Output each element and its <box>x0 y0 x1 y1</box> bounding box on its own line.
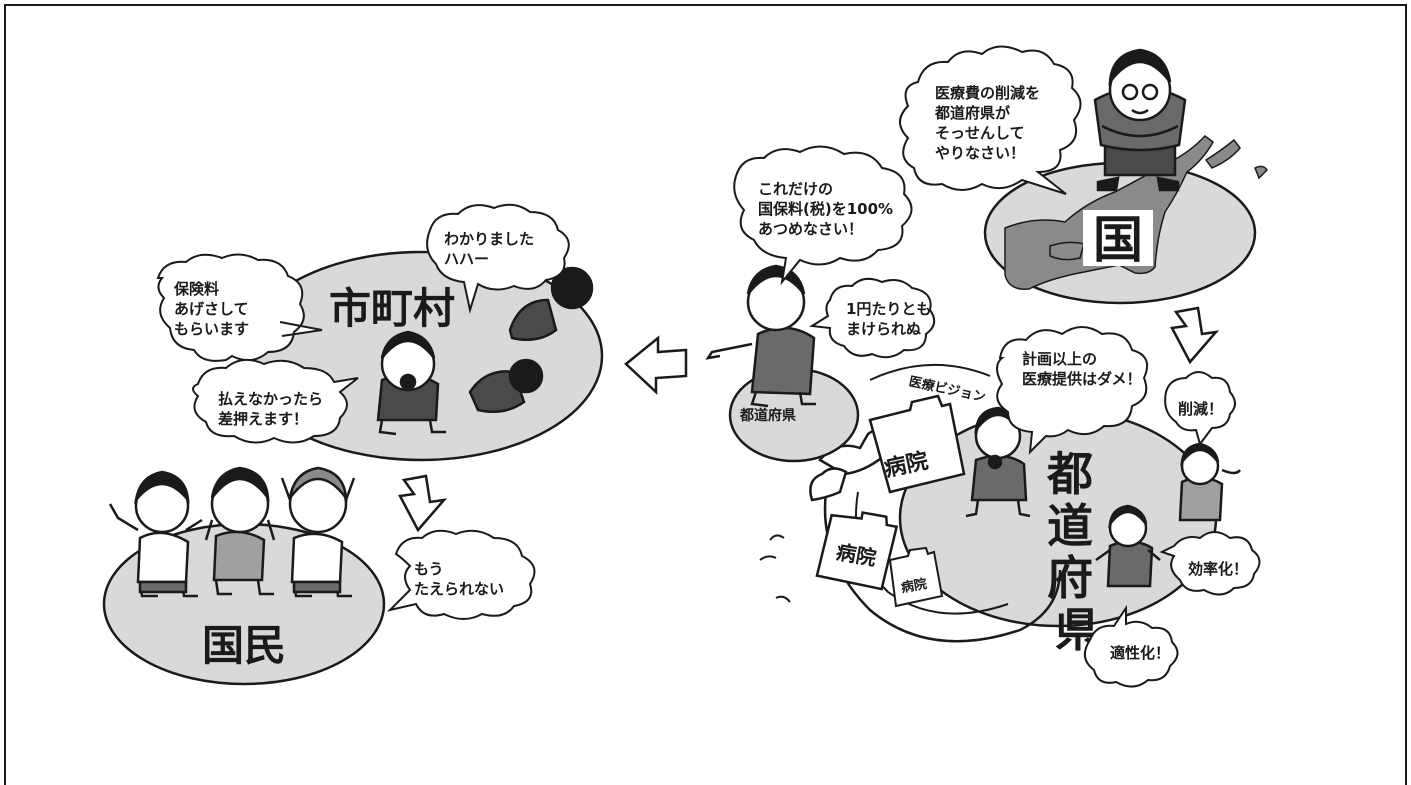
hospital-folder: 病院 <box>888 546 944 608</box>
kokumin-label: 国民 <box>202 621 286 670</box>
arrow-left-icon <box>624 335 688 395</box>
illustration-frame <box>4 4 1407 785</box>
no-discount-speech-bubble: 1円たりともまけられぬ <box>809 277 936 359</box>
bowing-staff-figure <box>508 266 594 341</box>
no-discount-speech-line: 1円たりとも <box>846 300 931 318</box>
svg-text:わかりましたハハー: わかりましたハハー <box>444 230 534 268</box>
arrow-down-icon <box>1170 306 1220 365</box>
svg-text:病院: 病院 <box>900 576 928 596</box>
raise-speech-line: もらいます <box>174 320 249 338</box>
citizen-figure <box>280 466 356 598</box>
collect-speech-line: これだけの <box>758 180 833 198</box>
kuni-official-figure <box>1093 48 1187 192</box>
svg-text:払えなかったら差押えます！: 払えなかったら差押えます！ <box>218 390 323 428</box>
plan-speech-line: 計画以上の <box>1022 350 1097 368</box>
todofuken-staff-figure <box>1095 504 1161 588</box>
raise-speech-bubble: 保険料あげさしてもらいます <box>156 253 323 362</box>
bowing-staff-figure <box>468 358 544 413</box>
efficiency-speech-text: 効率化！ <box>1188 560 1248 578</box>
citizen-figure <box>108 470 203 598</box>
wakarimashita-speech-line: ハハー <box>444 250 489 268</box>
citizen-figure <box>204 466 276 596</box>
kuni-speech-line: そっせんして <box>935 124 1025 142</box>
seize-speech-line: 差押えます！ <box>218 410 308 428</box>
todofuken-leader-figure <box>705 264 816 408</box>
cannot-bear-speech-line: もう <box>414 560 444 578</box>
svg-text:医療費の削減を都道府県がそっせんしてやりなさい！: 医療費の削減を都道府県がそっせんしてやりなさい！ <box>934 84 1040 162</box>
hospital-folder: 病院 <box>815 511 899 591</box>
svg-text:保険料あげさしてもらいます: 保険料あげさしてもらいます <box>173 280 249 338</box>
arrow-down-icon <box>398 474 448 533</box>
cannot-bear-speech-line: たえられない <box>414 580 504 598</box>
wakarimashita-speech-line: わかりました <box>444 230 534 248</box>
shichouson-official-figure <box>376 330 446 436</box>
raise-speech-line: 保険料 <box>173 280 219 298</box>
hospital-folder: 病院 <box>868 394 966 494</box>
seize-speech-line: 払えなかったら <box>218 390 323 408</box>
kuni-speech-bubble: 医療費の削減を都道府県がそっせんしてやりなさい！ <box>899 45 1082 195</box>
shichouson-label: 市町村 <box>329 284 455 333</box>
todofuken-big-label: 都 道 府 県 <box>1046 447 1109 657</box>
optimize-speech-bubble: 適性化！ <box>1083 604 1179 688</box>
kuni-speech-line: やりなさい！ <box>935 144 1025 162</box>
kuni-speech-line: 都道府県が <box>934 104 1011 122</box>
todofuken-small-label: 都道府県 <box>739 407 796 424</box>
efficiency-speech-bubble: 効率化！ <box>1159 531 1261 596</box>
todofuken-staff-figure <box>1178 442 1242 522</box>
plan-speech-line: 医療提供はダメ！ <box>1022 370 1142 388</box>
plan-speech-bubble: 計画以上の医療提供はダメ！ <box>996 326 1148 455</box>
raise-speech-line: あげさして <box>174 300 249 318</box>
collect-speech-bubble: これだけの国保料(税)を100% あつめなさい！ <box>733 145 913 286</box>
svg-text:計画以上の医療提供はダメ！: 計画以上の医療提供はダメ！ <box>1022 350 1142 388</box>
optimize-speech-text: 適性化！ <box>1110 644 1170 662</box>
svg-text:もうたえられない: もうたえられない <box>414 560 504 598</box>
cut-speech-bubble: 削減！ <box>1164 371 1236 447</box>
collect-speech-line: 国保料(税)を100% <box>758 200 893 218</box>
cut-speech-text: 削減！ <box>1178 400 1223 418</box>
kuni-speech-line: 医療費の削減を <box>935 84 1040 102</box>
seize-speech-bubble: 払えなかったら差押えます！ <box>192 358 359 444</box>
svg-text:これだけの国保料(税)を100%あつめなさい！: これだけの国保料(税)を100% あつめなさい！ <box>758 180 893 238</box>
wakarimashita-speech-bubble: わかりましたハハー <box>426 203 570 314</box>
cannot-bear-speech-bubble: もうたえられない <box>386 529 536 620</box>
collect-speech-line: あつめなさい！ <box>758 220 863 238</box>
no-discount-speech-line: まけられぬ <box>846 320 921 338</box>
svg-text:1円たりともまけられぬ: 1円たりともまけられぬ <box>846 300 931 338</box>
kuni-label: 国 <box>1093 211 1143 269</box>
